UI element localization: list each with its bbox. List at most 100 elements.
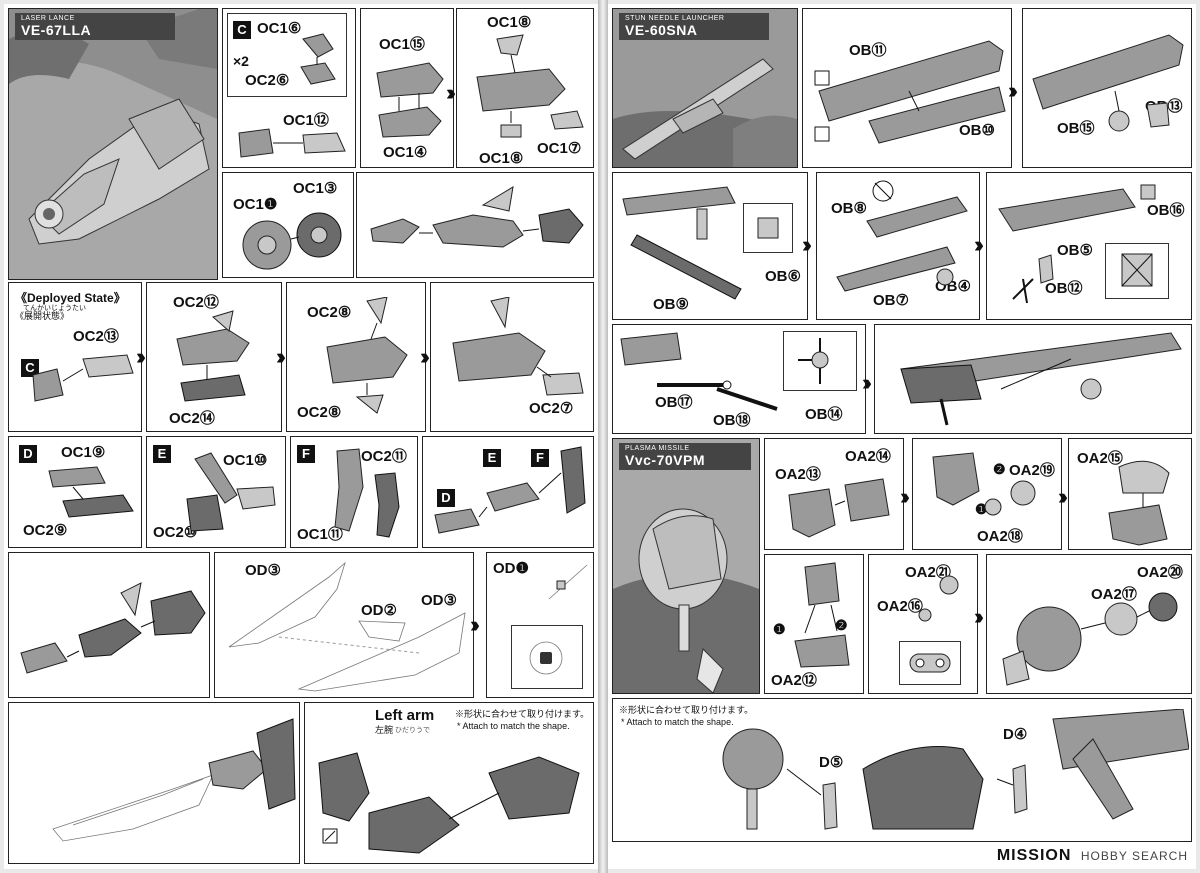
footer-brand-mission: MISSION	[996, 847, 1072, 864]
step-e-panel: E OC1⑩ OC2⑩	[146, 436, 286, 548]
combine-d-tag: D	[437, 489, 455, 507]
ob10-illustration	[814, 40, 1006, 144]
deployed-state-panel: 《Deployed State》 てんかいじょうたい 《展開状態》 OC2⑬ C	[8, 282, 142, 432]
step-f-panel: F OC2⑪ OC1⑪	[290, 436, 418, 548]
step-oc13-result-panel	[356, 172, 594, 278]
step-oc18-panel: OC1⑧ OC1⑧ OC1⑦	[456, 8, 594, 168]
left-arm-panel: Left arm 左腕 ひだりうで ※形状に合わせて取り付けます。 * Atta…	[304, 702, 594, 864]
plasma-missile-title-box: PLASMA MISSILE Vvc-70VPM	[619, 443, 751, 470]
part-ob15-label: OB⑮	[1057, 120, 1095, 137]
part-oc15-label: OC1⑮	[379, 36, 425, 53]
laser-lance-photo	[9, 9, 217, 279]
book-spine	[598, 0, 608, 873]
part-oc111-label: OC1⑪	[297, 526, 343, 543]
part-ob12-label: OB⑫	[1045, 280, 1083, 297]
laser-lance-title: VE-67LLA	[21, 22, 92, 38]
arrow-3: ›››	[276, 344, 286, 369]
part-oc28a-label: OC2⑧	[307, 304, 352, 321]
blade-mount-panel	[8, 702, 300, 864]
part-ob8-label: OB⑧	[831, 200, 867, 217]
step-oa219-panel: OA2⑲ OA2⑱ ❷ ❶	[912, 438, 1062, 550]
part-oc13-label: OC1③	[293, 180, 338, 197]
stun-needle-assembled-illustration	[900, 332, 1182, 426]
part-oc18a-label: OC1⑧	[487, 14, 532, 31]
arrow-12: ›››	[974, 604, 984, 629]
final-attach-illustration	[722, 709, 1189, 830]
final-note-jp: ※形状に合わせて取り付けます。	[619, 705, 754, 715]
ob17-detail-box	[783, 331, 857, 391]
part-oc29-label: OC2⑨	[23, 522, 68, 539]
step-oa215-panel: OA2⑮	[1068, 438, 1192, 550]
oa221-detail-illustration	[909, 653, 951, 673]
step-f-tag: F	[297, 445, 315, 463]
part-oa218-label: OA2⑱	[977, 528, 1023, 545]
stun-needle-subtitle: STUN NEEDLE LAUNCHER	[625, 15, 725, 22]
multiplier-label: ×2	[233, 53, 249, 69]
oc28-illustration	[326, 297, 408, 414]
oa221-illustration	[918, 575, 959, 622]
step-ob9-panel: OB⑨ OB⑥	[612, 172, 808, 320]
part-oc210-label: OC2⑩	[153, 524, 198, 541]
part-oc18b-label: OC1⑧	[479, 150, 524, 167]
part-od2-label: OD②	[361, 602, 397, 619]
ob16-detail-illustration	[1121, 253, 1153, 287]
part-oc16-label: OC1⑥	[257, 20, 302, 37]
d-illustration	[48, 466, 134, 518]
arrow-11: ›››	[1058, 484, 1068, 509]
left-arm-note-en: * Attach to match the shape.	[457, 721, 570, 731]
lance-assembly-illustration	[370, 186, 584, 248]
step-ob13-panel: OB⑬ OB⑮	[1022, 8, 1192, 168]
stun-needle-title: VE-60SNA	[625, 22, 698, 38]
part-oc214-label: OC2⑭	[169, 410, 215, 427]
plasma-missile-photo	[613, 439, 759, 693]
part-oc14-label: OC1④	[383, 144, 428, 161]
laser-lance-subtitle: LASER LANCE	[21, 15, 75, 22]
part-ob5-label: OB⑤	[1057, 242, 1093, 259]
step-ob17-panel: OB⑰ OB⑱ OB⑭	[612, 324, 866, 434]
ob8-illustration	[836, 180, 968, 292]
ob16-illustration	[998, 184, 1156, 304]
oc18-illustration	[476, 34, 584, 138]
oc13-illustration	[242, 212, 342, 270]
oa219-step-2: ❷	[993, 461, 1006, 477]
step-oa213-panel: OA2⑭ OA2⑬	[764, 438, 904, 550]
part-oc28b-label: OC2⑧	[297, 404, 342, 421]
c-parts-illustration	[300, 33, 336, 85]
oa219-illustration	[932, 452, 1036, 516]
step-c-panel: C OC1⑥ ×2 OC2⑥ OC1⑫	[222, 8, 356, 168]
part-ob10-label: OB⑩	[959, 122, 995, 139]
part-od3b-label: OD③	[421, 592, 457, 609]
step-combine-panel: E F D	[422, 436, 594, 548]
footer-watermark: HOBBY SEARCH	[1080, 849, 1188, 863]
part-ob6-label: OB⑥	[765, 268, 801, 285]
arrow-7: ›››	[802, 232, 812, 257]
step-oc13-panel: OC1❶ OC1③	[222, 172, 354, 278]
step-oa221-panel: OA2㉑ OA2⑯	[868, 554, 978, 694]
oc15-illustration	[376, 62, 444, 138]
part-oa212-label: OA2⑫	[771, 672, 817, 689]
arrow-8: ›››	[974, 232, 984, 257]
f-illustration	[334, 448, 400, 538]
oa212-step-2: ❷	[835, 617, 848, 633]
oc212-illustration	[176, 310, 250, 402]
ob17-illustration	[620, 332, 778, 411]
ob17-detail-illustration	[798, 338, 829, 384]
left-arm-japanese: 左腕	[375, 725, 394, 735]
arrow-4: ›››	[420, 344, 430, 369]
part-ob9-label: OB⑨	[653, 296, 689, 313]
plasma-missile-title: Vvc-70VPM	[625, 452, 705, 468]
ob9-illustration	[622, 186, 742, 300]
combine-e-tag: E	[483, 449, 501, 467]
arrow-1: ›››	[446, 80, 456, 105]
part-d4-label: D④	[1003, 726, 1028, 743]
blade-mount-illustration	[52, 718, 296, 842]
od1-detail-box	[511, 625, 583, 689]
oc213-illustration	[32, 354, 134, 402]
part-oa220-label: OA2⑳	[1137, 564, 1183, 581]
step-c-tag: C	[233, 21, 251, 39]
ob13-illustration	[1032, 34, 1184, 132]
oa219-step-1: ❶	[975, 501, 988, 517]
part-oc213-label: OC2⑬	[73, 328, 119, 345]
left-arm-illustration	[318, 752, 580, 854]
part-ob14-label: OB⑭	[805, 406, 843, 423]
